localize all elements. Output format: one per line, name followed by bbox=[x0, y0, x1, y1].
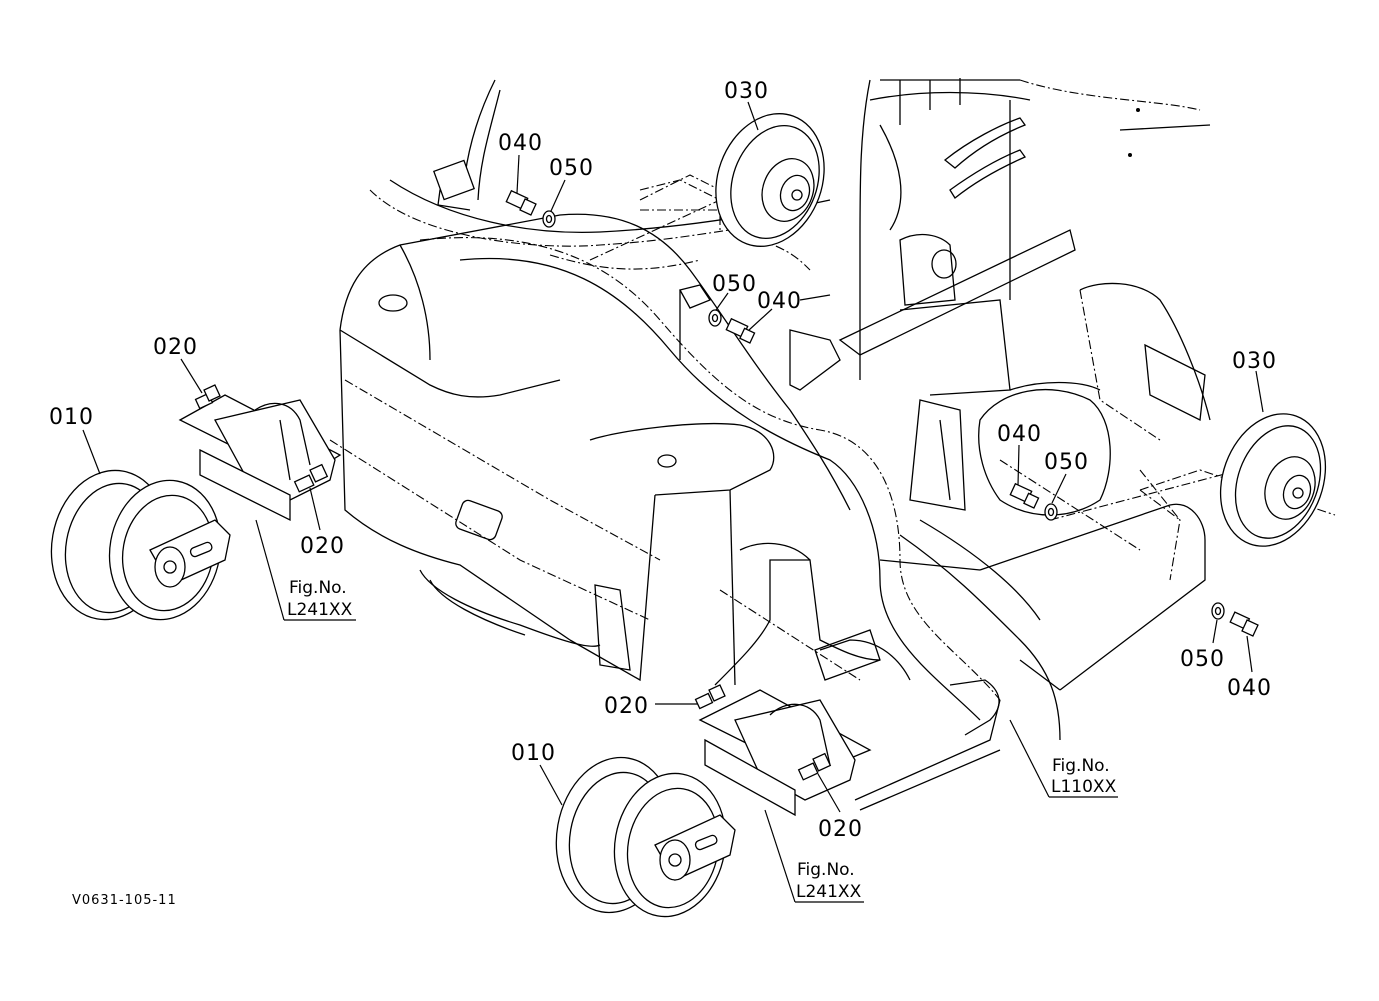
fig-ref-1-line2: L241XX bbox=[287, 600, 353, 620]
part-label-040: 040 bbox=[1227, 676, 1272, 701]
part-label-030: 030 bbox=[724, 79, 769, 104]
part-label-020: 020 bbox=[300, 534, 345, 559]
part-label-010: 010 bbox=[49, 405, 94, 430]
part-label-030: 030 bbox=[1232, 349, 1277, 374]
fig-ref-2-line1: Fig.No. bbox=[1052, 756, 1110, 776]
fig-ref-2-line2: L110XX bbox=[1051, 777, 1117, 797]
track-roller-left bbox=[50, 394, 342, 621]
part-label-050: 050 bbox=[1180, 647, 1225, 672]
fasteners bbox=[194, 189, 1259, 781]
part-label-050: 050 bbox=[549, 156, 594, 181]
drawing-code: V0631-105-11 bbox=[72, 893, 177, 908]
part-labels: 040 050 030 050 040 020 010 020 030 040 … bbox=[49, 79, 1277, 842]
part-label-040: 040 bbox=[757, 289, 802, 314]
fig-ref-1-line1: Fig.No. bbox=[289, 578, 347, 598]
part-label-040: 040 bbox=[498, 131, 543, 156]
part-label-010: 010 bbox=[511, 741, 556, 766]
figure-references: Fig.No. L241XX Fig.No. L110XX Fig.No. L2… bbox=[287, 578, 1117, 902]
idler-wheel-upper bbox=[589, 113, 825, 261]
part-label-050: 050 bbox=[1044, 450, 1089, 475]
part-label-050: 050 bbox=[712, 272, 757, 297]
fig-ref-3-line1: Fig.No. bbox=[797, 860, 855, 880]
track-roller-lower bbox=[555, 639, 911, 918]
leader-lines bbox=[82, 101, 1264, 903]
part-label-020: 020 bbox=[604, 694, 649, 719]
machine-frame bbox=[329, 78, 1211, 811]
part-label-040: 040 bbox=[997, 422, 1042, 447]
part-label-020: 020 bbox=[818, 817, 863, 842]
part-label-020: 020 bbox=[153, 335, 198, 360]
fig-ref-3-line2: L241XX bbox=[796, 882, 862, 902]
idler-wheel-right bbox=[1049, 413, 1336, 547]
